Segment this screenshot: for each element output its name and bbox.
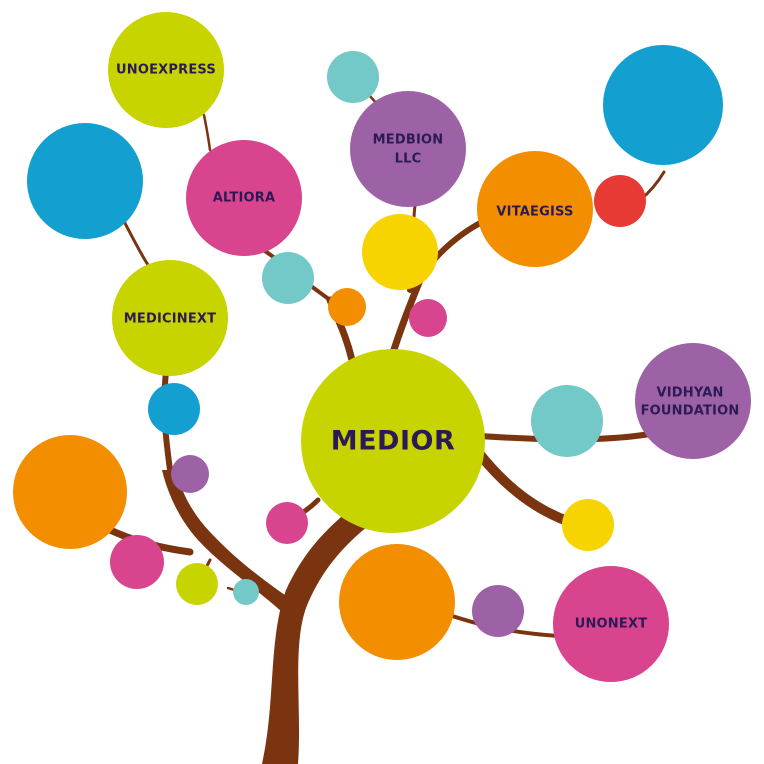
circle-orange-bottom [339,544,455,660]
node-unonext-label: UNONEXT [575,617,648,632]
node-vitaegiss-label: VITAEGISS [496,205,573,220]
circle-blue-small-left [148,383,200,435]
circle-magenta-left [110,535,164,589]
node-unoexpress: UNOEXPRESS [108,12,224,128]
circle-purple-small-left [171,455,209,493]
branch-lower-right [473,447,575,527]
node-unonext: UNONEXT [553,566,669,682]
branch-center-right [388,276,424,360]
circle-teal-top [327,51,379,103]
node-medior: MEDIOR [301,349,485,533]
node-medicinext: MEDICINEXT [112,260,228,376]
node-unoexpress-label: UNOEXPRESS [116,63,216,78]
circle-magenta-small-top [409,299,447,337]
circle-magenta-center [266,502,308,544]
node-altiora-label: ALTIORA [213,191,275,206]
circle-lime-small [176,563,218,605]
circle-blue-top-right [603,45,723,165]
node-medior-label: MEDIOR [331,426,456,457]
circle-orange-small-top [328,288,366,326]
circle-teal-right [531,385,603,457]
circle-red [594,175,646,227]
circle-teal-mid-left [262,252,314,304]
tree-trunk [262,508,368,764]
node-medbion: MEDBION LLC [350,91,466,207]
node-vidhyan-foundation: VIDHYAN FOUNDATION [635,343,751,459]
branch-to-unoexpress [202,113,212,152]
tree-branches [162,470,368,764]
circle-blue-left [27,123,143,239]
node-medicinext-label: MEDICINEXT [124,312,216,327]
node-vidhyan-label-line1: VIDHYAN [656,386,723,401]
node-vidhyan-label-line2: FOUNDATION [641,404,740,419]
circle-yellow-top [362,214,438,290]
node-medbion-label-line2: LLC [395,152,422,167]
node-medbion-label-line1: MEDBION [373,133,444,148]
node-altiora: ALTIORA [186,140,302,256]
circle-orange-left [13,435,127,549]
circle-yellow-right [562,499,614,551]
circle-teal-tiny [233,579,259,605]
circle-purple-bottom [472,585,524,637]
node-vitaegiss: VITAEGISS [477,151,593,267]
branch-left-lower [162,470,292,612]
